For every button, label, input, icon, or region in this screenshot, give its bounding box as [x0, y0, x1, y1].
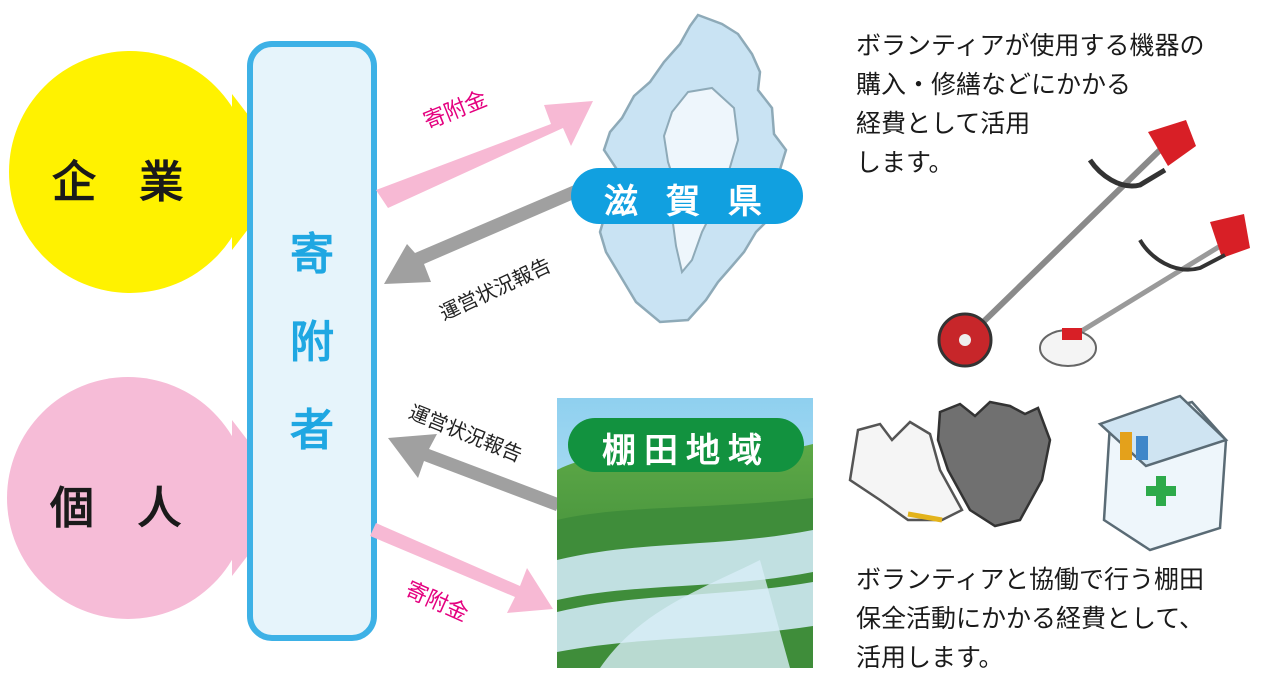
- tanada-scene: [557, 398, 813, 668]
- grass-trimmer-icon: [937, 120, 1196, 368]
- tanada-badge: [568, 418, 804, 472]
- individual-node: [7, 377, 292, 619]
- conservation-description: ボランティアと協働で行う棚田 保全活動にかかる経費として、 活用します。: [856, 560, 1204, 675]
- report-arrow-from-shiga: [384, 183, 588, 284]
- donor-box: [247, 41, 377, 641]
- shiga-map: [571, 13, 803, 324]
- donor-char-1: 寄: [290, 229, 334, 280]
- first-aid-kit-icon: [1097, 394, 1229, 552]
- shiga-badge: [571, 168, 803, 224]
- tanada-badge-label: 棚田地域: [602, 431, 770, 471]
- shiga-badge-label: 滋 賀 県: [604, 182, 770, 222]
- equipment-line-1: ボランティアが使用する機器の: [856, 31, 1205, 60]
- equipment-line-2: 購入・修繕などにかかる: [856, 70, 1132, 99]
- conservation-line-3: 活用します。: [856, 643, 1004, 672]
- work-gloves-icon: [848, 400, 1052, 528]
- conservation-line-1: ボランティアと協働で行う棚田: [856, 565, 1205, 594]
- donor-char-3: 者: [290, 405, 334, 456]
- donation-arrow-to-shiga: [376, 101, 593, 208]
- equipment-line-3: 経費として活用: [856, 109, 1031, 138]
- equipment-line-4: します。: [856, 148, 954, 177]
- donation-arrow-to-tanada: [370, 523, 553, 613]
- donor-char-2: 附: [290, 317, 334, 368]
- conservation-line-2: 保全活動にかかる経費として、: [856, 604, 1205, 633]
- equipment-description: ボランティアが使用する機器の 購入・修繕などにかかる 経費として活用 します。: [856, 26, 1205, 182]
- grass-trimmer-icon: [1039, 214, 1250, 367]
- company-label: 企 業: [52, 157, 198, 208]
- company-node: [9, 51, 292, 293]
- individual-label: 個 人: [50, 483, 196, 534]
- report-arrow-from-tanada: [388, 434, 561, 511]
